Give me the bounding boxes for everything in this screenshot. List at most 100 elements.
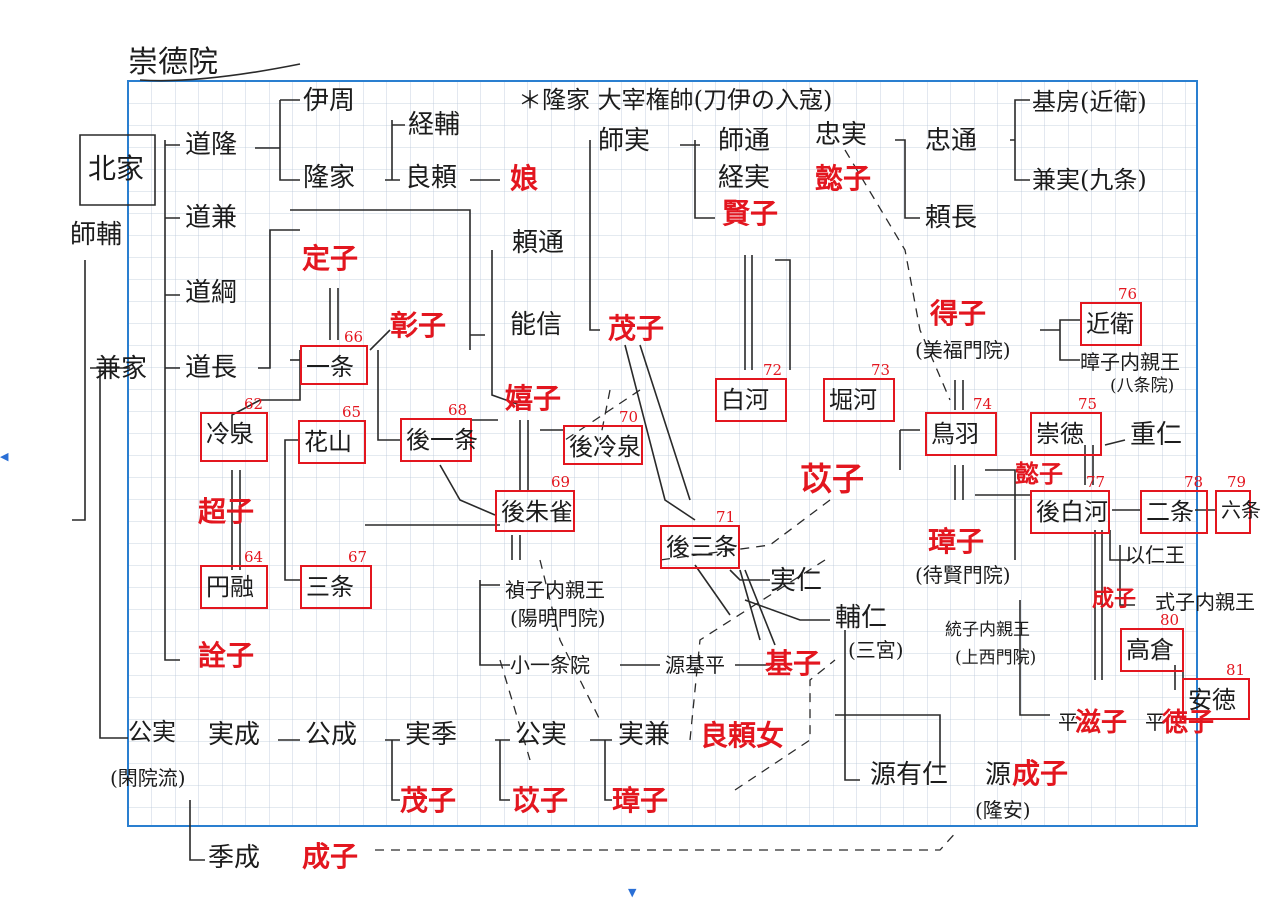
emperor-box: 六条 79 [1215, 475, 1261, 534]
morosuke-label: 師輔 [70, 220, 123, 250]
emperor-name: 冷泉 [206, 420, 254, 448]
shigeko-mother-label: 滋子 [1075, 708, 1128, 738]
emperor-name: 一条 [306, 353, 354, 381]
tsunezane-label: 経実 [718, 163, 771, 193]
sanenari-label: 実成 [208, 720, 261, 750]
emperor-name: 三条 [306, 573, 354, 601]
page-frame [127, 80, 1198, 827]
sanekane-label: 実兼 [618, 720, 671, 750]
isshi-b-label: 苡子 [512, 784, 569, 817]
kinzane2-label: 公実 [515, 720, 568, 750]
senshi-label: 詮子 [198, 639, 255, 672]
emperor-name: 二条 [1146, 498, 1194, 526]
emperor-number: 76 [1118, 285, 1138, 303]
tokushi-label: 得子 [930, 297, 987, 330]
left-scroll-marker[interactable]: ◀ [0, 450, 9, 463]
emperor-number: 73 [871, 361, 891, 379]
yoshinobu-label: 能信 [510, 310, 563, 340]
michitaka-label: 道隆 [185, 130, 238, 160]
choshi-label: 超子 [198, 495, 255, 528]
kishi-label: 嬉子 [505, 382, 562, 415]
moromichi-label: 師通 [718, 126, 771, 156]
shigehito-label: 重仁 [1130, 420, 1183, 450]
emperor-number: 69 [551, 473, 571, 491]
tsunesuke-label: 経輔 [408, 110, 461, 140]
yorimichi-label: 頼通 [512, 228, 565, 258]
ishi-label: 懿子 [815, 162, 872, 195]
yomeimonin-label: (陽明門院) [510, 606, 606, 630]
emperor-box: 安徳 81 [1182, 663, 1250, 720]
yoshiyori-daughter-label: 良頼女 [700, 719, 785, 752]
sanesue-label: 実季 [405, 720, 458, 750]
emperor-name: 円融 [206, 573, 254, 601]
ishi2-label: 懿子 [1015, 459, 1063, 488]
motofusa-label: 基房(近衛) [1032, 88, 1147, 116]
emperor-number: 79 [1227, 473, 1247, 491]
kanezane-label: 兼実(九条) [1032, 166, 1147, 194]
yorinaga-label: 頼長 [925, 203, 978, 233]
emperor-number: 71 [716, 508, 736, 526]
nariko-label: 成子 [302, 840, 359, 873]
korechika-label: 伊周 [303, 86, 356, 116]
arihito-label: 源有仁 [870, 760, 949, 790]
shoshi-b-label: 璋子 [612, 784, 669, 817]
emperor-name: 後白河 [1036, 498, 1108, 526]
emperor-name: 六条 [1221, 498, 1261, 522]
sannomiya-label: (三宮) [848, 638, 904, 662]
emperor-name: 鳥羽 [931, 420, 979, 448]
emperor-box: 三条 67 [300, 550, 372, 609]
emperor-box: 冷泉 62 [200, 397, 268, 462]
emperor-name: 安徳 [1188, 686, 1236, 714]
sukehito-label: 輔仁 [835, 603, 888, 633]
teishi-princess-label: 禎子内親王 [505, 578, 605, 602]
emperor-number: 77 [1086, 473, 1106, 491]
minamoto-label: 源 [985, 760, 1012, 790]
muneko-label: 統子内親王 [945, 620, 1030, 640]
michikane-label: 道兼 [185, 203, 238, 233]
teishi-label: 定子 [302, 242, 359, 275]
isshi-label: 苡子 [800, 460, 865, 498]
page-title: 崇德院 [128, 45, 218, 80]
motoko-label: 基子 [765, 647, 822, 680]
emperor-name: 花山 [304, 428, 352, 456]
sanehito-label: 実仁 [770, 566, 823, 596]
taikenmonin-label: (待賢門院) [915, 563, 1011, 587]
emperor-name: 後一条 [406, 426, 478, 454]
emperor-name: 後朱雀 [501, 498, 573, 526]
emperor-number: 62 [244, 395, 264, 413]
bottom-scroll-marker[interactable]: ▼ [628, 886, 637, 899]
emperor-box: 近衛 76 [1080, 287, 1142, 346]
tadazane-label: 忠実 [815, 120, 868, 150]
taira-a-label: 平 [1058, 710, 1078, 734]
emperor-name: 後三条 [666, 533, 738, 561]
koichijoin-label: 小一条院 [510, 653, 590, 677]
emperor-name: 白河 [721, 386, 769, 414]
emperor-name: 近衛 [1086, 310, 1134, 338]
tamako-label: 璋子 [928, 525, 985, 558]
tadamichi-label: 忠通 [925, 126, 978, 156]
emperor-number: 70 [619, 408, 639, 426]
taira-b-label: 平 [1145, 710, 1165, 734]
emperor-number: 80 [1160, 611, 1180, 629]
emperor-number: 67 [348, 548, 368, 566]
emperor-name: 後冷泉 [569, 433, 641, 461]
emperor-box: 白河 72 [715, 363, 787, 422]
emperor-number: 81 [1226, 661, 1246, 679]
yoshiyori-label: 良頼 [405, 163, 458, 193]
grid-paper [128, 81, 1197, 826]
kaninryu-label: (閑院流) [110, 766, 186, 790]
emperor-number: 72 [763, 361, 783, 379]
shigeko-b-label: 茂子 [400, 784, 457, 817]
shigeko-label: 茂子 [608, 312, 665, 345]
emperor-number: 68 [448, 401, 468, 419]
bifukumonin-label: (美福門院) [915, 338, 1011, 362]
ryuan-label: (隆安) [975, 798, 1031, 822]
takaie-note: ＊隆家 大宰権帥(刀伊の入寇) [518, 86, 833, 114]
kinnari-label: 公成 [305, 720, 358, 750]
